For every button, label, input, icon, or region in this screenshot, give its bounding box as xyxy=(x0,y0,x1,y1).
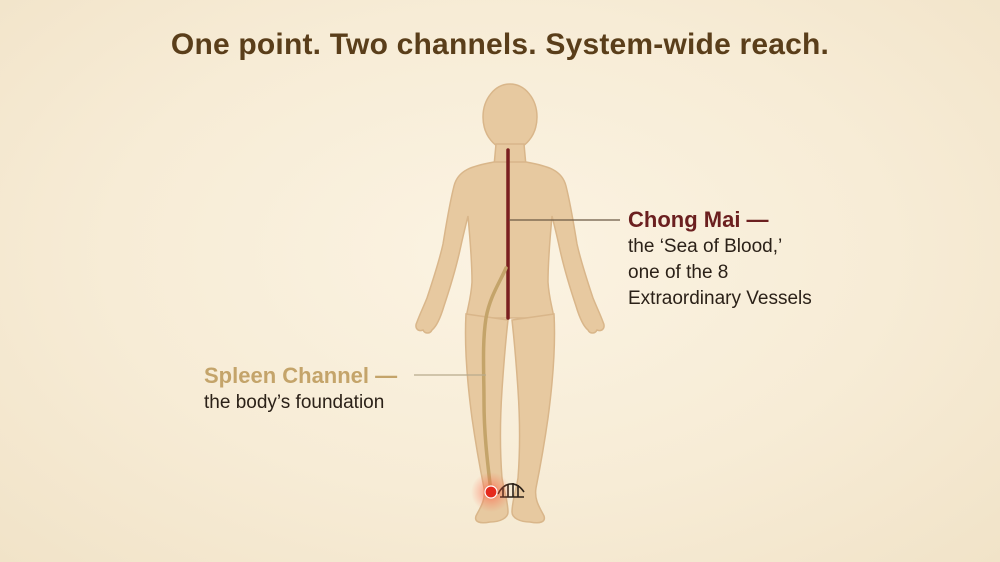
head xyxy=(482,83,538,151)
spleen-channel-label: Spleen Channel — the body’s foundation xyxy=(204,362,397,416)
chong-mai-line-2: one of the 8 xyxy=(628,262,729,283)
spleen-channel-heading: Spleen Channel — xyxy=(204,363,398,388)
torso-and-arms xyxy=(415,161,605,334)
leg-right xyxy=(511,313,556,524)
chong-mai-line-1: the ‘Sea of Blood,’ xyxy=(628,236,783,257)
leg-left xyxy=(464,313,509,524)
chong-mai-label: Chong Mai — the ‘Sea of Blood,’ one of t… xyxy=(628,206,812,312)
acupoint-marker xyxy=(484,485,498,499)
page-title: One point. Two channels. System-wide rea… xyxy=(170,28,830,61)
chong-mai-line-3: Extraordinary Vessels xyxy=(628,288,812,309)
human-silhouette xyxy=(415,83,605,524)
chong-mai-heading: Chong Mai — xyxy=(628,207,769,232)
spleen-channel-line-1: the body’s foundation xyxy=(204,392,385,413)
spleen-channel-line xyxy=(481,266,508,494)
